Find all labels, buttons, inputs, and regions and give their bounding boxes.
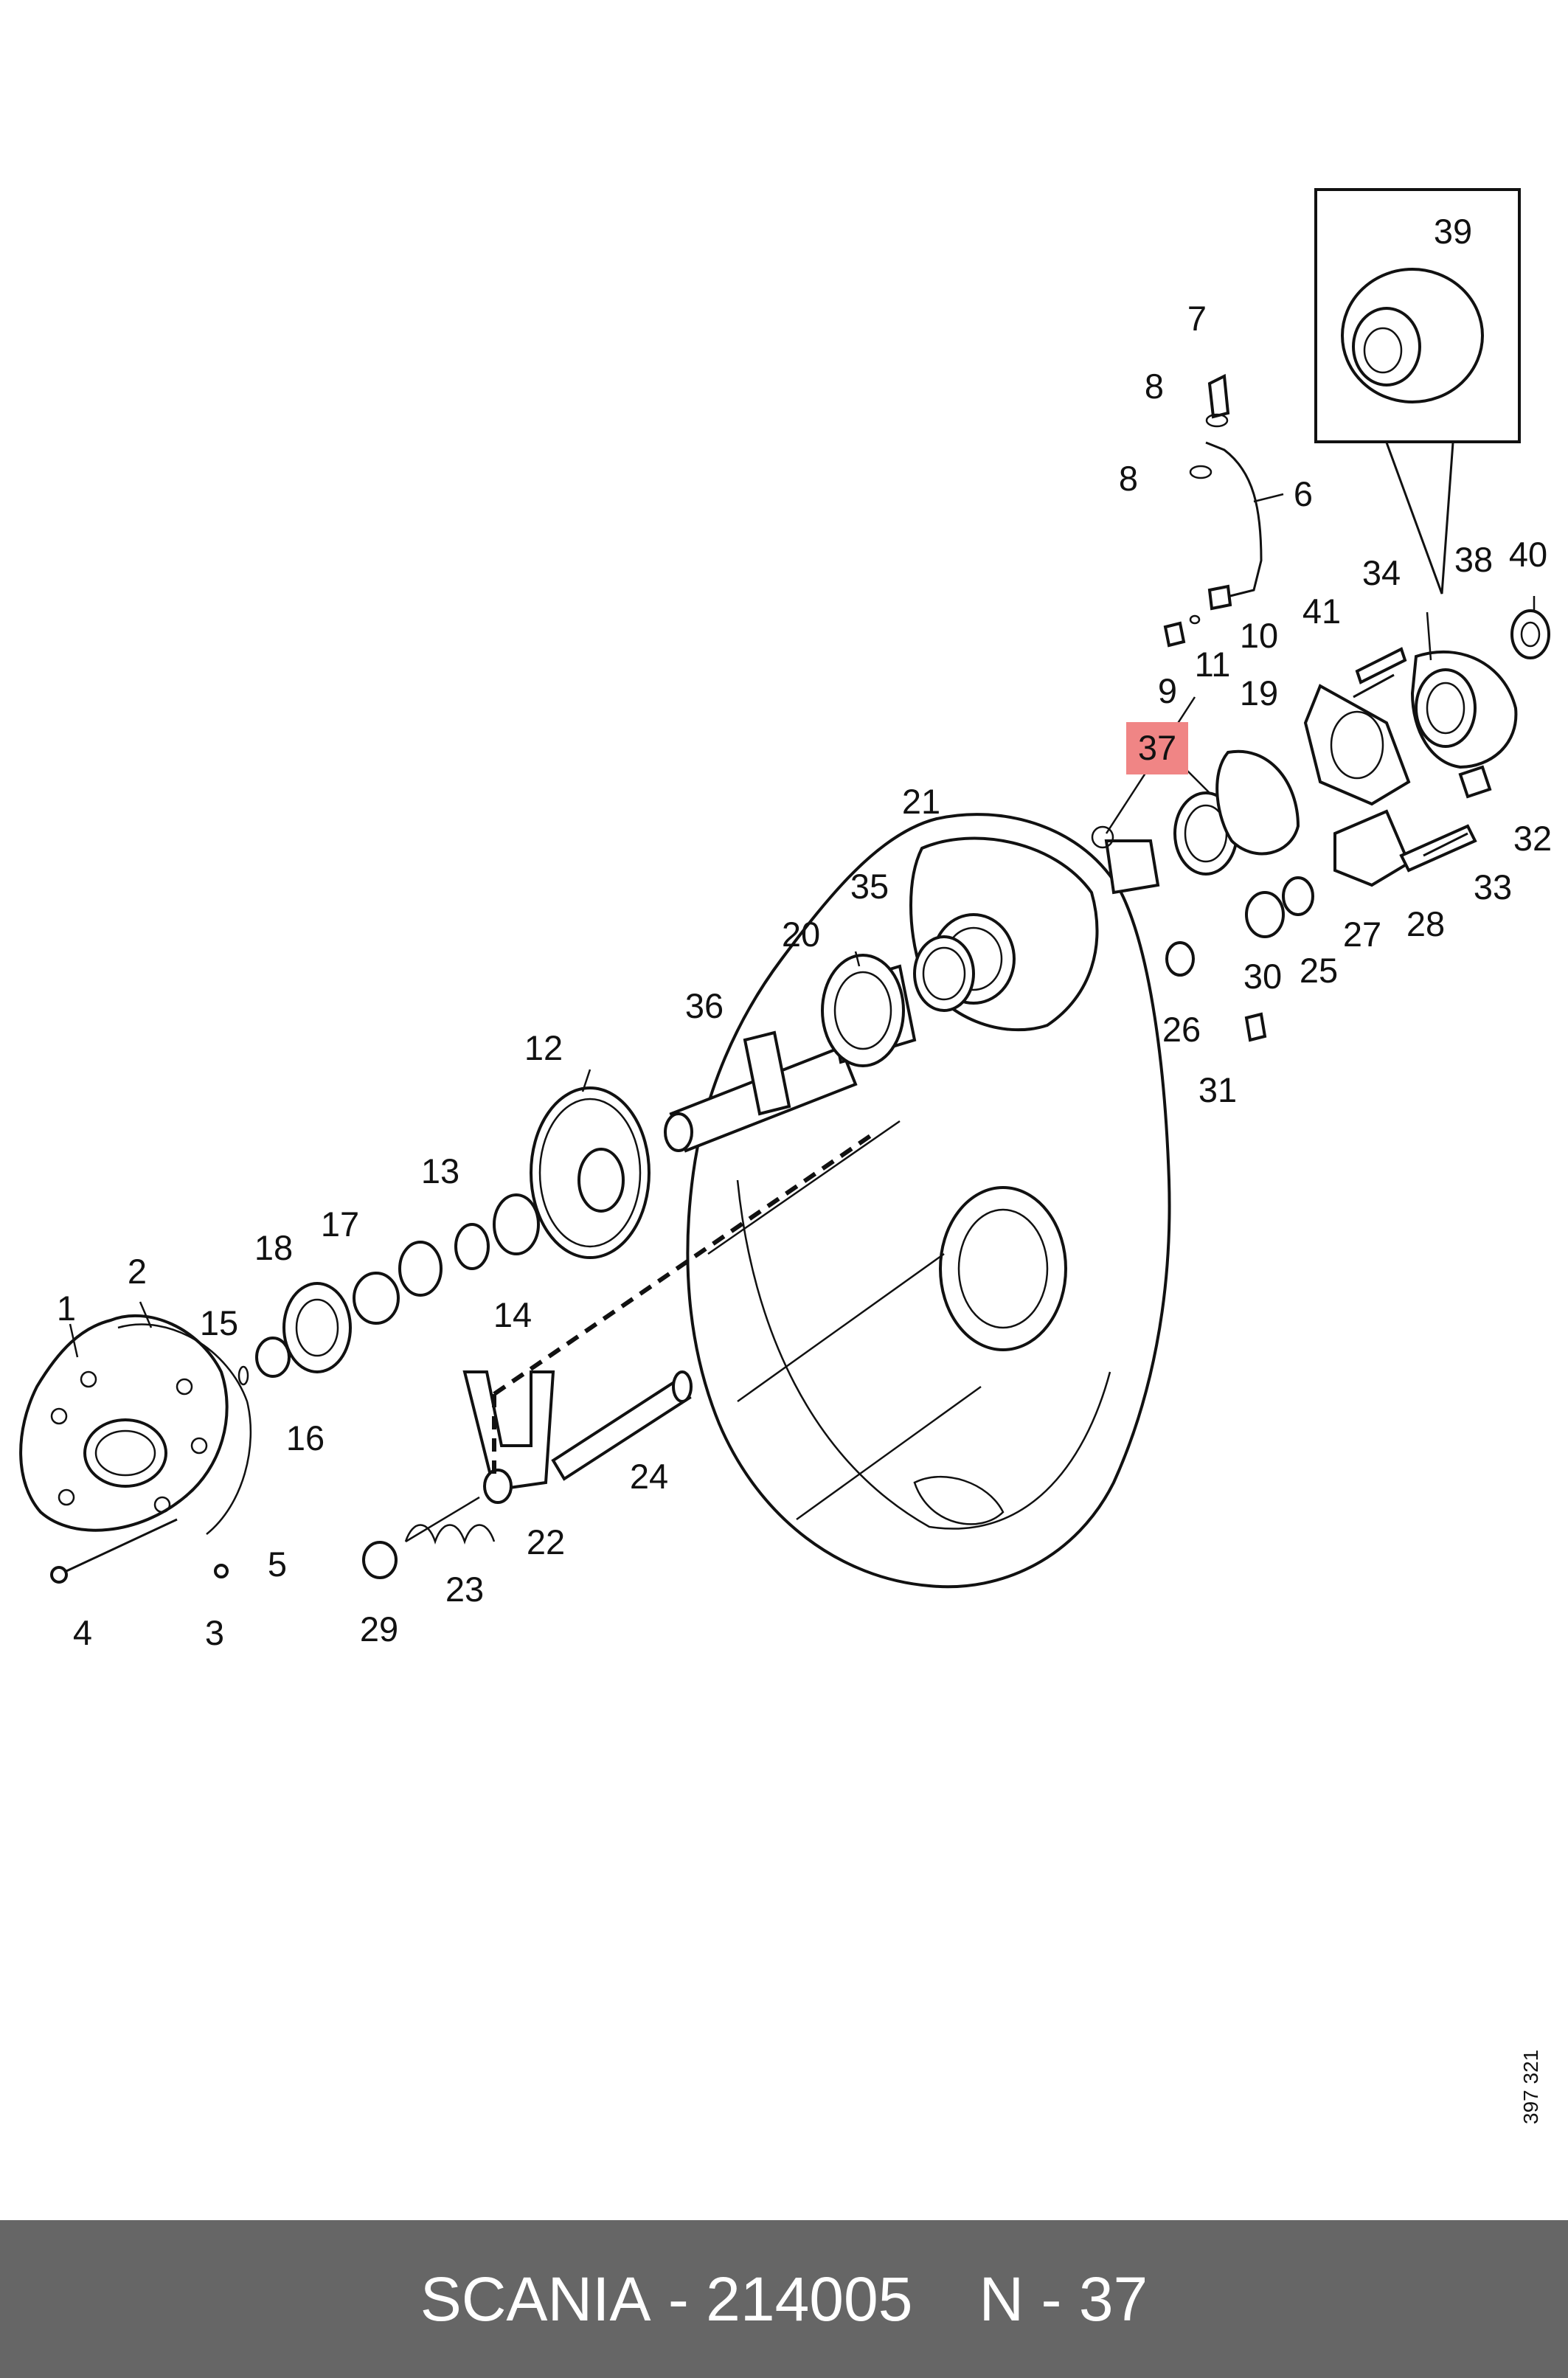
callout-label: 25	[1300, 951, 1338, 990]
callout-label: 14	[493, 1295, 532, 1334]
callout-label: 2	[128, 1252, 147, 1291]
footer-space	[689, 2264, 706, 2335]
callout-label: 13	[421, 1151, 459, 1190]
reference-number: 37	[1078, 2264, 1148, 2334]
callout-label: 7	[1187, 299, 1207, 338]
callout-label: 39	[1434, 212, 1472, 251]
footer-separator	[651, 2264, 667, 2335]
callout-label: 22	[527, 1522, 565, 1561]
callout-label: 21	[902, 782, 940, 821]
callout-label: 23	[445, 1570, 484, 1609]
gearbox-housing	[686, 813, 1171, 1589]
callout-label: 6	[1294, 474, 1313, 513]
callout-label: 5	[268, 1545, 287, 1584]
rings-13-14	[353, 1193, 540, 1325]
exploded-parts-diagram: 1 2 3 4 5 6 7 8 8 9 10 11 12 13 14 15 16…	[19, 188, 1552, 1652]
footer-bar: SCANIA - 214005 N - 37	[0, 2220, 1568, 2378]
oil-pipe-group	[1163, 373, 1263, 648]
callout-label: 29	[360, 1609, 398, 1649]
callout-label: 8	[1145, 367, 1164, 406]
callout-label: 12	[524, 1028, 563, 1067]
footer-dash-2: -	[1041, 2264, 1062, 2334]
callout-label: 15	[200, 1303, 238, 1342]
callout-label: 31	[1198, 1070, 1237, 1109]
callout-label: 41	[1302, 592, 1341, 631]
callout-label: 33	[1474, 867, 1512, 907]
callout-label: 10	[1240, 616, 1278, 655]
right-side-parts	[1165, 609, 1550, 1042]
callout-label: 26	[1162, 1010, 1201, 1049]
callout-label: 36	[685, 986, 724, 1025]
footer-space-2	[1024, 2264, 1041, 2335]
inset-flange-39	[1314, 188, 1521, 594]
callout-label: 28	[1406, 904, 1445, 943]
callout-label: 18	[254, 1228, 293, 1267]
callout-label: 35	[850, 867, 889, 906]
bolts	[50, 673, 1468, 1584]
callout-label: 34	[1362, 553, 1401, 592]
brand-name: SCANIA	[420, 2264, 651, 2334]
gear-12	[530, 1086, 651, 1259]
shift-fork-group	[362, 1134, 872, 1579]
end-cover	[19, 1314, 252, 1535]
callout-label: 19	[1240, 673, 1278, 713]
callout-label: 24	[630, 1457, 668, 1496]
callout-label: 27	[1343, 915, 1381, 954]
callout-label: 1	[57, 1289, 76, 1328]
callout-labels: 1 2 3 4 5 6 7 8 8 9 10 11 12 13 14 15 16…	[57, 212, 1552, 1652]
highlight-box	[1126, 722, 1188, 774]
bearing-20	[821, 935, 975, 1067]
callout-label-highlighted: 37	[1138, 728, 1176, 767]
callout-label: 8	[1119, 459, 1138, 498]
bearing-18	[237, 1282, 352, 1386]
callout-label: 3	[205, 1613, 224, 1652]
callout-label: 17	[321, 1204, 359, 1244]
footer-space-3	[1061, 2264, 1078, 2335]
callout-label: 30	[1243, 957, 1282, 996]
part-number: 214005	[706, 2264, 913, 2334]
callout-label: 4	[73, 1613, 92, 1652]
callout-label: 20	[782, 915, 820, 954]
callout-label: 11	[1195, 645, 1231, 684]
callout-label: 32	[1513, 819, 1552, 858]
footer-dash: -	[667, 2264, 689, 2334]
callout-label: 38	[1454, 540, 1493, 579]
document-number: 397 321	[1519, 2049, 1542, 2124]
callout-label: 16	[286, 1418, 325, 1457]
reference-prefix: N	[979, 2264, 1024, 2334]
callout-label: 40	[1509, 535, 1547, 574]
callout-label: 9	[1158, 671, 1177, 710]
